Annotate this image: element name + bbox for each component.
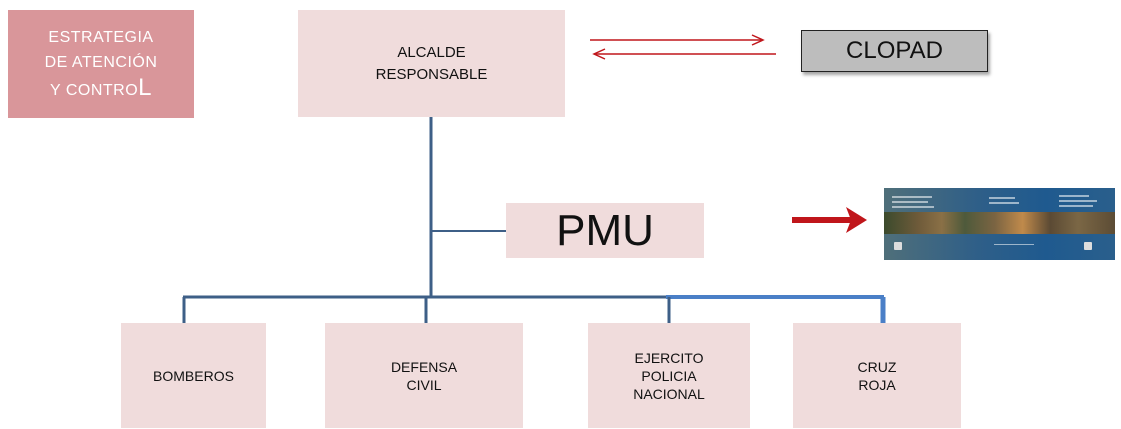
unit-ejercito-line-1: EJERCITO bbox=[634, 349, 704, 366]
alcalde-line-1: ALCALDE bbox=[397, 43, 466, 61]
unit-ejercito-line-3: NACIONAL bbox=[633, 385, 705, 402]
unit-defensa-line-1: DEFENSA bbox=[390, 358, 458, 375]
unit-cruz-line-1: CRUZ bbox=[857, 358, 897, 375]
alcalde-box: ALCALDE RESPONSABLE bbox=[298, 10, 565, 117]
thick-arrow-head bbox=[846, 207, 867, 233]
unit-cruz-line-2: ROJA bbox=[858, 376, 896, 393]
brochure-photo-strip bbox=[884, 212, 1115, 234]
alcalde-line-2: RESPONSABLE bbox=[375, 65, 488, 83]
unit-cruz-roja-box: CRUZ ROJA bbox=[793, 323, 961, 428]
unit-ejercito-line-2: POLICIA bbox=[641, 367, 697, 384]
arrow-left-head bbox=[592, 48, 606, 60]
strategy-line-3-text: Y CONTRO bbox=[49, 82, 139, 99]
brochure-image bbox=[884, 188, 1115, 260]
strategy-box: ESTRATEGIA DE ATENCIÓN Y CONTROL bbox=[8, 10, 194, 118]
strategy-line-2: DE ATENCIÓN bbox=[44, 54, 158, 71]
arrow-right-head bbox=[751, 34, 765, 46]
unit-ejercito-box: EJERCITO POLICIA NACIONAL bbox=[588, 323, 750, 428]
unit-bomberos-box: BOMBEROS bbox=[121, 323, 266, 428]
pmu-box: PMU bbox=[506, 203, 704, 258]
unit-defensa-line-2: CIVIL bbox=[406, 376, 442, 393]
unit-defensa-civil-box: DEFENSA CIVIL bbox=[325, 323, 523, 428]
clopad-box: CLOPAD bbox=[801, 30, 988, 72]
strategy-line-3: Y CONTROL bbox=[50, 75, 152, 103]
unit-bomberos-line-1: BOMBEROS bbox=[153, 367, 234, 384]
strategy-line-1: ESTRATEGIA bbox=[48, 29, 154, 46]
strategy-line-3-big: L bbox=[138, 74, 152, 101]
